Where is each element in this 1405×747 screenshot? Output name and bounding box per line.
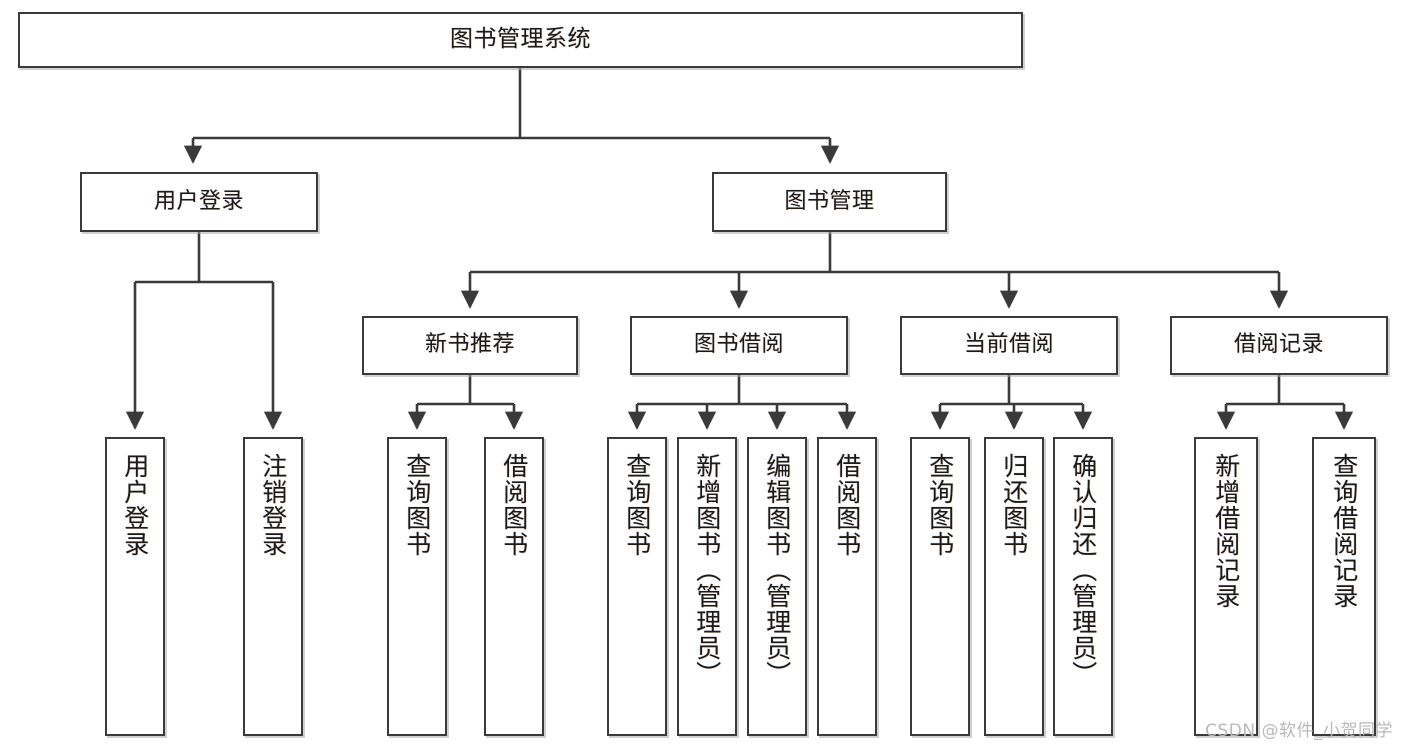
leaf-edit-book-label: 编辑图书（管理员） bbox=[762, 453, 792, 687]
leaf-return-book-label: 归还图书 bbox=[999, 453, 1029, 557]
node-book-borrow-label: 图书借阅 bbox=[693, 332, 784, 358]
leaf-query-book-2-label: 查询图书 bbox=[622, 453, 652, 557]
leaf-add-record[interactable]: 新增借阅记录 bbox=[1194, 437, 1258, 736]
leaf-user-login-label: 用户登录 bbox=[120, 453, 150, 557]
leaf-borrow-book-1-label: 借阅图书 bbox=[499, 453, 529, 557]
node-root-label: 图书管理系统 bbox=[450, 26, 591, 53]
node-book-borrow[interactable]: 图书借阅 bbox=[630, 316, 848, 375]
node-current-borrow[interactable]: 当前借阅 bbox=[900, 316, 1118, 375]
node-book-manage[interactable]: 图书管理 bbox=[712, 172, 947, 232]
leaf-query-book-1[interactable]: 查询图书 bbox=[387, 437, 447, 736]
leaf-user-logout[interactable]: 注销登录 bbox=[243, 437, 303, 736]
node-root[interactable]: 图书管理系统 bbox=[18, 12, 1023, 68]
node-user-login[interactable]: 用户登录 bbox=[80, 172, 318, 232]
node-borrow-record-label: 借阅记录 bbox=[1233, 332, 1324, 358]
node-book-manage-label: 图书管理 bbox=[784, 188, 875, 214]
node-new-book-recommend[interactable]: 新书推荐 bbox=[362, 316, 578, 375]
watermark-text: CSDN @软件_小贺同学 bbox=[1205, 721, 1393, 741]
node-user-login-label: 用户登录 bbox=[153, 188, 244, 214]
node-borrow-record[interactable]: 借阅记录 bbox=[1170, 316, 1388, 375]
leaf-query-book-3-label: 查询图书 bbox=[925, 453, 955, 557]
leaf-query-book-2[interactable]: 查询图书 bbox=[607, 437, 667, 736]
leaf-confirm-return[interactable]: 确认归还（管理员） bbox=[1053, 437, 1113, 736]
leaf-edit-book[interactable]: 编辑图书（管理员） bbox=[747, 437, 807, 736]
leaf-return-book[interactable]: 归还图书 bbox=[984, 437, 1044, 736]
leaf-query-book-3[interactable]: 查询图书 bbox=[910, 437, 970, 736]
leaf-add-book-label: 新增图书（管理员） bbox=[692, 453, 722, 687]
node-new-book-recommend-label: 新书推荐 bbox=[424, 332, 515, 358]
leaf-user-logout-label: 注销登录 bbox=[258, 453, 288, 557]
leaf-add-record-label: 新增借阅记录 bbox=[1211, 453, 1241, 609]
leaf-confirm-return-label: 确认归还（管理员） bbox=[1068, 453, 1098, 687]
leaf-borrow-book-1[interactable]: 借阅图书 bbox=[484, 437, 544, 736]
leaf-borrow-book-2-label: 借阅图书 bbox=[832, 453, 862, 557]
leaf-query-record[interactable]: 查询借阅记录 bbox=[1312, 437, 1376, 736]
leaf-user-login[interactable]: 用户登录 bbox=[105, 437, 165, 736]
leaf-add-book[interactable]: 新增图书（管理员） bbox=[677, 437, 737, 736]
node-current-borrow-label: 当前借阅 bbox=[963, 332, 1054, 358]
leaf-query-record-label: 查询借阅记录 bbox=[1329, 453, 1359, 609]
leaf-query-book-1-label: 查询图书 bbox=[402, 453, 432, 557]
leaf-borrow-book-2[interactable]: 借阅图书 bbox=[817, 437, 877, 736]
